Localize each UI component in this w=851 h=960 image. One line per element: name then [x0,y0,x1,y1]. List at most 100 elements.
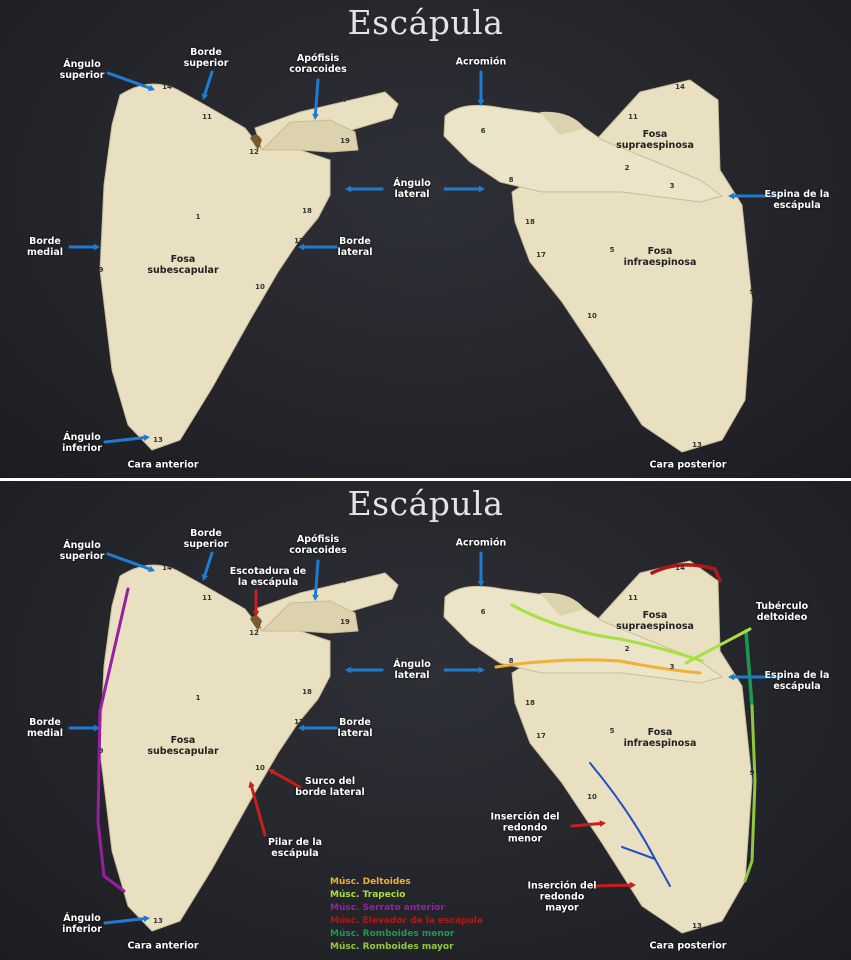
landmark-number: 13 [692,922,702,930]
label-cara-posterior: Cara posterior [649,459,727,471]
trapezius-line [510,603,704,663]
landmark-number: 18 [525,699,535,707]
landmark-number: 2 [624,164,630,172]
coracoid-base [261,600,359,634]
landmark-number: 2 [624,645,630,653]
red-arrow-head [268,769,275,775]
label-cara-anterior: Cara anterior [127,940,199,952]
label-fosa-infraespinosa: Fosa infraespinosa [623,246,697,268]
landmark-number: 11 [202,113,212,121]
label-borde-medial: Borde medial [26,236,64,258]
blue-arrow-head [148,84,155,92]
title: Escápula [347,3,504,42]
label-insercion-redondo-mayor: Inserción del redondo mayor [527,880,597,914]
teres-minor-insertion-line [589,762,671,887]
landmark-number: 13 [692,441,702,449]
red-arrow [249,784,267,837]
label-fosa-supraespinosa: Fosa supraespinosa [616,610,694,632]
label-borde-superior: Borde superior [183,47,229,69]
label-insercion-redondo-menor: Inserción del redondo menor [490,811,560,845]
red-arrow [590,883,632,888]
landmark-number: 10 [255,764,265,772]
landmark-number: 7 [342,577,348,585]
landmark-number: 11 [628,113,638,121]
blue-arrow [203,551,214,578]
landmark-number: 3 [669,663,675,671]
red-arrow-head [599,820,606,827]
coracoid-posterior [540,111,585,135]
legend-item: Músc. Serrato anterior [330,903,445,913]
landmark-number: 14 [162,83,172,91]
blue-arrow-head [298,724,305,732]
landmark-number: 12 [249,148,259,156]
blue-arrow-head [728,673,735,681]
blue-arrow-head [478,666,485,674]
blue-arrow [103,917,146,925]
coracoid-posterior [540,592,585,616]
legend-item: Músc. Elevador de la escápula [330,916,483,926]
scapular-notch [250,615,262,631]
label-espina: Espina de la escápula [764,670,830,692]
levator-scapulae-line [650,563,722,583]
landmark-number: 10 [255,283,265,291]
label-angulo-superior: Ángulo superior [59,540,105,562]
serratus-anterior-line [96,587,130,893]
landmark-number: 9 [98,747,104,755]
landmark-number: 1 [195,694,201,702]
landmark-number: 5 [609,727,615,735]
label-fosa-supraespinosa: Fosa supraespinosa [616,129,694,151]
scapula-anterior [99,83,331,451]
blue-arrow [203,70,214,97]
landmark-number: 7 [342,96,348,104]
label-borde-medial: Borde medial [26,717,64,739]
landmark-number: 9 [749,288,755,296]
red-arrow-head [252,610,260,617]
label-cara-posterior: Cara posterior [649,940,727,952]
label-angulo-lateral: Ángulo lateral [393,178,431,200]
label-fosa-subescapular: Fosa subescapular [147,735,219,757]
blue-arrow-head [345,666,352,674]
label-apofisis-coracoides: Apófisis coracoides [289,53,347,75]
label-acromion: Acromión [455,56,507,68]
blue-arrow-head [312,594,319,601]
label-espina: Espina de la escápula [764,189,830,211]
landmark-number: 13 [153,436,163,444]
red-arrow-head [629,881,636,889]
scapula-anterior [99,564,331,932]
landmark-number: 6 [480,127,486,135]
landmark-number: 17 [536,251,546,259]
landmark-number: 11 [628,594,638,602]
landmark-number: 17 [536,732,546,740]
landmark-number: 8 [508,657,514,665]
blue-arrow [103,436,146,444]
landmark-number: 3 [669,182,675,190]
landmark-number: 17 [294,237,304,245]
blue-arrow-head [478,185,485,193]
label-escotadura: Escotadura de la escápula [229,566,307,588]
landmark-number: 18 [302,207,312,215]
landmark-number: 6 [480,608,486,616]
label-fosa-infraespinosa: Fosa infraespinosa [623,727,697,749]
legend-item: Músc. Deltoides [330,877,411,887]
label-borde-lateral: Borde lateral [337,717,373,739]
landmark-number: 18 [302,688,312,696]
deltoid-line [494,658,702,675]
label-apofisis-coracoides: Apófisis coracoides [289,534,347,556]
landmark-number: 1 [195,213,201,221]
landmark-number: 19 [340,618,350,626]
blue-arrow-head [201,574,209,581]
landmark-number: 11 [202,594,212,602]
landmark-number: 12 [249,629,259,637]
scapula-illustration [68,551,782,934]
blue-arrow [313,559,320,597]
landmark-number: 14 [675,83,685,91]
landmark-number: 9 [98,266,104,274]
legend-item: Músc. Romboides menor [330,929,455,939]
red-arrow-head [248,781,255,788]
deltoid-tubercle-pointer [684,627,752,665]
teres-major-insertion-line [621,846,656,860]
rhomboid-minor-line [744,629,754,708]
